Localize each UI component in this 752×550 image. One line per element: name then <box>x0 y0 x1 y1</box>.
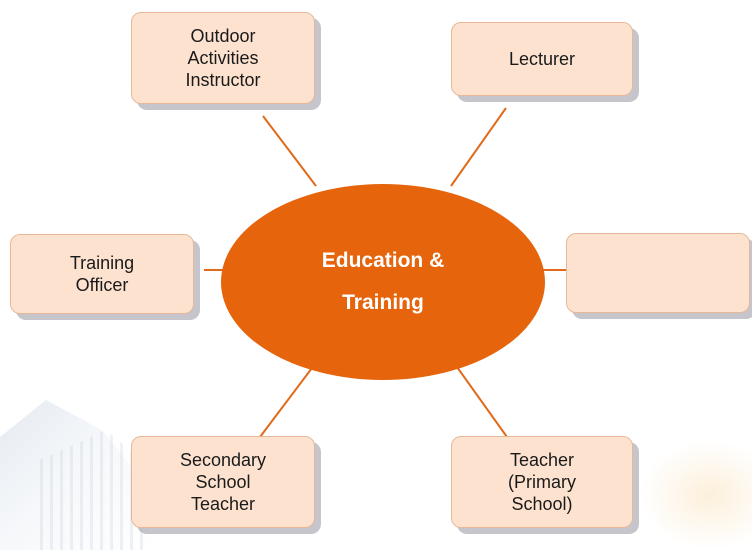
connector-lecturer <box>450 107 507 187</box>
node-secondary-school-teacher: Secondary School Teacher <box>131 436 315 528</box>
node-training-officer: Training Officer <box>10 234 194 314</box>
node-lecturer: Lecturer <box>451 22 633 96</box>
connector-outdoor <box>262 115 317 187</box>
connector-secondary <box>259 359 319 438</box>
node-empty <box>566 233 750 313</box>
connector-primary <box>451 359 508 438</box>
node-primary-school-teacher: Teacher (Primary School) <box>451 436 633 528</box>
node-outdoor-activities-instructor: Outdoor Activities Instructor <box>131 12 315 104</box>
center-hub-education-training: Education & Training <box>221 184 545 380</box>
